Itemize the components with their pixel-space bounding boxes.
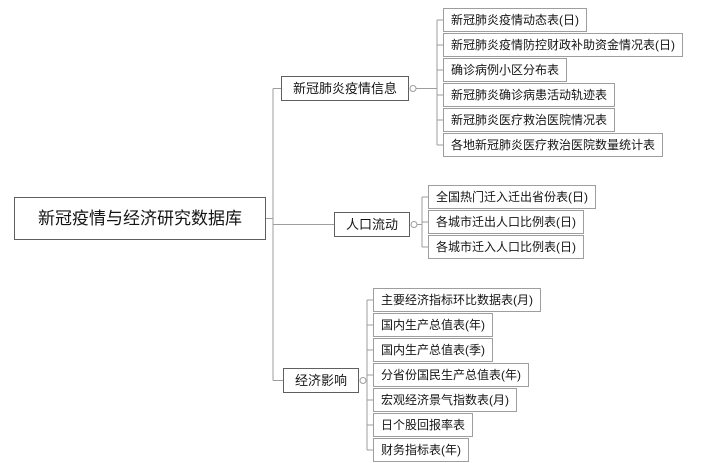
- leaf-node[interactable]: 分省份国民生产总值表(年): [373, 363, 529, 387]
- leaf-node[interactable]: 各地新冠肺炎医疗救治医院数量统计表: [443, 133, 664, 157]
- leaf-node[interactable]: 国内生产总值表(季): [373, 338, 493, 362]
- leaf-node[interactable]: 新冠肺炎疫情动态表(日): [443, 8, 587, 32]
- leaf-node[interactable]: 各城市迁入人口比例表(日): [428, 235, 584, 259]
- collapse-handle-icon[interactable]: [410, 221, 418, 228]
- branch-node-population-flow[interactable]: 人口流动: [334, 212, 411, 237]
- leaf-node[interactable]: 国内生产总值表(年): [373, 313, 493, 337]
- leaf-node[interactable]: 新冠肺炎确诊病患活动轨迹表: [443, 83, 616, 107]
- root-node[interactable]: 新冠疫情与经济研究数据库: [14, 197, 266, 240]
- collapse-handle-icon[interactable]: [409, 85, 417, 92]
- leaf-node[interactable]: 财务指标表(年): [373, 438, 469, 462]
- leaf-node[interactable]: 确诊病例小区分布表: [443, 58, 568, 82]
- leaf-node[interactable]: 日个股回报率表: [373, 413, 474, 437]
- leaf-node[interactable]: 主要经济指标环比数据表(月): [373, 288, 541, 312]
- leaf-node[interactable]: 宏观经济景气指数表(月): [373, 388, 517, 412]
- branch-node-epidemic-info[interactable]: 新冠肺炎疫情信息: [281, 76, 410, 101]
- branch-node-economic-impact[interactable]: 经济影响: [283, 368, 360, 393]
- leaf-node[interactable]: 新冠肺炎医疗救治医院情况表: [443, 108, 616, 132]
- leaf-node[interactable]: 各城市迁出人口比例表(日): [428, 210, 584, 234]
- leaf-node[interactable]: 全国热门迁入迁出省份表(日): [428, 185, 596, 209]
- collapse-handle-icon[interactable]: [359, 377, 367, 384]
- leaf-node[interactable]: 新冠肺炎疫情防控财政补助资金情况表(日): [443, 33, 683, 57]
